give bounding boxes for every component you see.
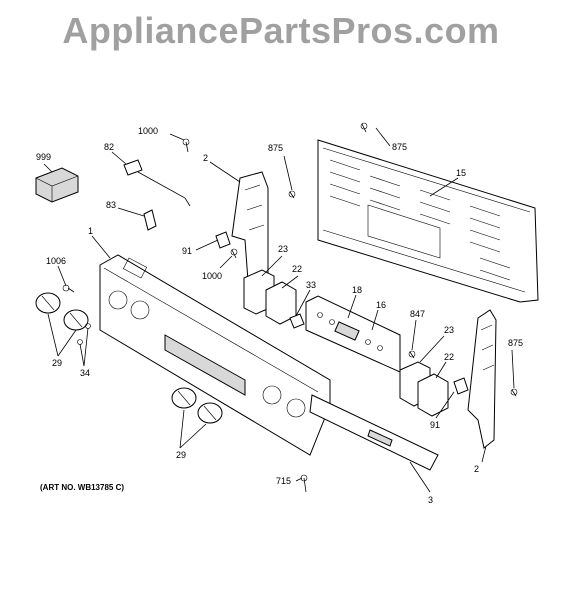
callout-875: 875	[268, 143, 283, 153]
art-number-label: (ART NO. WB13785 C)	[40, 483, 124, 492]
callout-875: 875	[392, 142, 407, 152]
front-trim-part	[309, 394, 439, 471]
infinite-switch-part	[243, 269, 449, 417]
callout-34: 34	[80, 368, 90, 378]
rear-panel-part	[317, 139, 539, 303]
right-side-bracket-part	[467, 309, 497, 449]
callout-18: 18	[352, 285, 362, 295]
callout-91: 91	[182, 246, 192, 256]
callout-999: 999	[36, 152, 51, 162]
electronic-control-part	[305, 295, 401, 373]
callout-23: 23	[278, 244, 288, 254]
callout-83: 83	[106, 200, 116, 210]
callout-1000: 1000	[202, 271, 222, 281]
callout-29: 29	[176, 450, 186, 460]
callout-33: 33	[306, 280, 316, 290]
watermark-text: AppliancePartsPros.com	[62, 10, 500, 51]
callout-3: 3	[428, 495, 433, 505]
callout-23: 23	[444, 325, 454, 335]
leader-lines	[43, 127, 515, 493]
callout-22: 22	[444, 352, 454, 362]
callout-715: 715	[276, 476, 291, 486]
knob-part	[35, 292, 223, 424]
callout-labels: 999 1000 82 2 875 875 15 83 91 23 1 1006…	[36, 126, 523, 505]
callout-2: 2	[203, 153, 208, 163]
callout-16: 16	[376, 300, 386, 310]
callout-1000: 1000	[138, 126, 158, 136]
control-panel-part	[99, 254, 331, 456]
callout-15: 15	[456, 168, 466, 178]
callout-91: 91	[430, 420, 440, 430]
callout-1: 1	[88, 226, 93, 236]
misc-parts	[35, 122, 518, 493]
callout-2: 2	[474, 464, 479, 474]
callout-847: 847	[410, 309, 425, 319]
callout-82: 82	[104, 142, 114, 152]
callout-875: 875	[508, 338, 523, 348]
callout-1006: 1006	[46, 256, 66, 266]
callout-29: 29	[52, 358, 62, 368]
callout-22: 22	[292, 264, 302, 274]
